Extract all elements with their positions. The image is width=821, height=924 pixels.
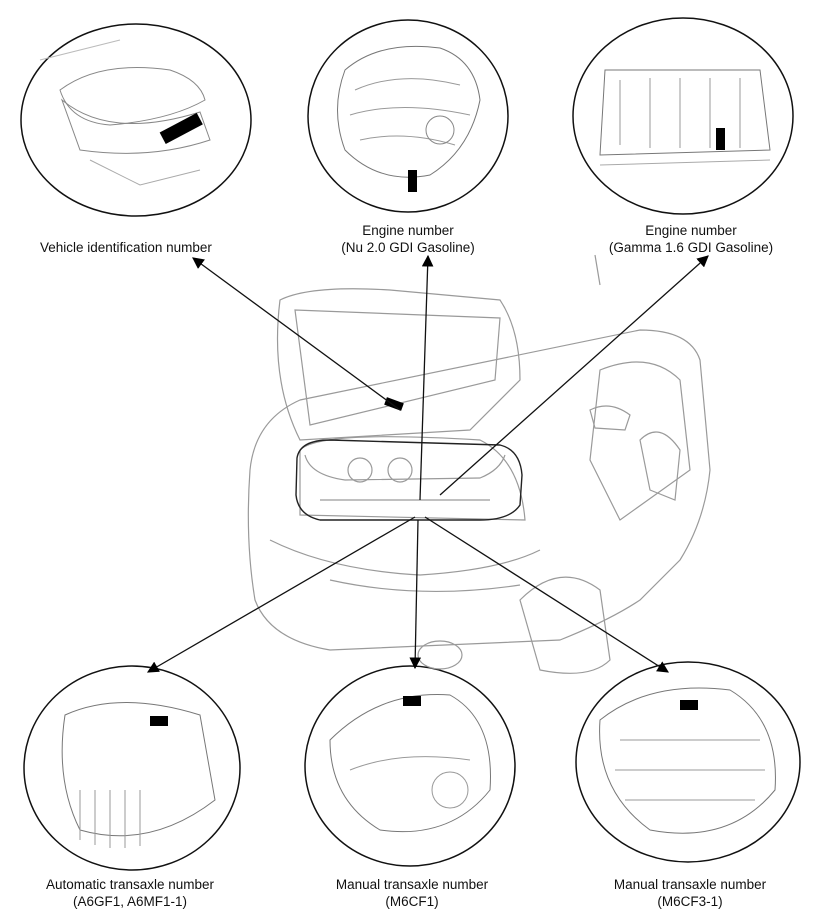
label-manual-m6cf1-line2: (M6CF1) — [385, 894, 439, 909]
engine-nu-detail-view — [307, 19, 509, 213]
auto-transaxle-marker — [150, 716, 168, 726]
label-manual-m6cf3-line2: (M6CF3-1) — [657, 894, 723, 909]
manual-m6cf3-detail-view — [575, 661, 801, 863]
arrow-engine-nu — [419, 254, 434, 501]
label-manual-m6cf1-line1: Manual transaxle number — [335, 877, 489, 892]
label-manual-m6cf3: Manual transaxle number (M6CF3-1) — [590, 876, 790, 910]
arrow-auto-transaxle — [146, 516, 416, 673]
vin-marker — [159, 112, 203, 145]
vehicle-outline-emphasis — [295, 439, 523, 521]
label-engine-nu-line1: Engine number — [362, 223, 454, 238]
label-auto-transaxle-line1: Automatic transaxle number — [45, 877, 215, 892]
vehicle-vin-marker — [384, 397, 404, 411]
arrow-vin — [192, 257, 401, 411]
arrows — [146, 254, 709, 673]
label-vin-line1: Vehicle identification number — [40, 240, 212, 255]
auto-transaxle-detail-view — [23, 665, 241, 871]
manual-m6cf1-marker — [403, 696, 421, 706]
label-engine-nu-line2: (Nu 2.0 GDI Gasoline) — [341, 240, 475, 255]
arrow-engine-gamma — [439, 255, 709, 496]
engine-nu-marker — [408, 170, 417, 192]
label-engine-gamma-line1: Engine number — [645, 223, 737, 238]
label-engine-gamma: Engine number (Gamma 1.6 GDI Gasoline) — [596, 222, 786, 256]
label-auto-transaxle: Automatic transaxle number (A6GF1, A6MF1… — [30, 876, 230, 910]
label-engine-gamma-line2: (Gamma 1.6 GDI Gasoline) — [608, 240, 774, 255]
vehicle-sketch — [247, 254, 711, 674]
label-auto-transaxle-line2: (A6GF1, A6MF1-1) — [72, 894, 188, 909]
vin-detail-view — [20, 23, 252, 217]
label-vin: Vehicle identification number — [40, 239, 212, 256]
arrow-manual-m6cf1 — [409, 519, 422, 670]
engine-gamma-marker — [716, 128, 725, 150]
manual-m6cf3-marker — [680, 700, 698, 710]
manual-m6cf1-detail-view — [304, 665, 516, 867]
arrow-manual-m6cf3 — [424, 516, 669, 673]
label-manual-m6cf3-line1: Manual transaxle number — [613, 877, 767, 892]
label-engine-nu: Engine number (Nu 2.0 GDI Gasoline) — [318, 222, 498, 256]
label-manual-m6cf1: Manual transaxle number (M6CF1) — [312, 876, 512, 910]
engine-gamma-detail-view — [572, 17, 794, 215]
